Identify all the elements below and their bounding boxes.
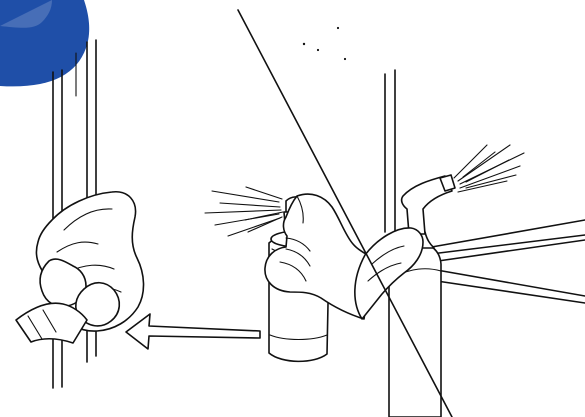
right-shelf-lines [425,219,585,304]
small-marks [302,26,347,61]
speck-1 [302,42,306,46]
brand-highlight [0,0,52,28]
speck-4 [336,26,340,30]
trigger-sprayer-icon [388,144,525,417]
left-hand-icon [15,258,121,344]
spray-burst-a [204,190,282,237]
movement-arrow-shape [125,313,261,350]
spray-burst-d [462,151,517,189]
trigger-sprayer-head [400,175,453,235]
movement-arrow-icon [125,313,261,350]
right-hand-finger-lines [367,245,405,282]
spray-burst-b [244,186,284,233]
spray-lines-right [453,144,525,193]
spray-lines-left [204,186,284,237]
spray-can-icon [204,186,374,363]
left-sleeve [15,302,88,344]
right-panel [354,69,585,417]
speck-3 [343,57,347,61]
cloth-folds [56,208,122,293]
spray-hand-icon [264,193,374,320]
left-panel [15,39,145,389]
right-door-frame-lines [384,69,396,237]
spray-hand-finger-lines [279,195,311,282]
speck-2 [316,48,320,52]
diagonal-divider-line [237,9,453,417]
right-sprayer-hand-icon [354,227,424,320]
left-sleeve-lines [27,309,57,340]
trigger-sprayer-nozzle [439,174,456,192]
right-hand-trigger-sprayer [354,227,424,320]
brand-corner-shape [0,0,90,87]
right-hand-spray-can [264,193,374,320]
